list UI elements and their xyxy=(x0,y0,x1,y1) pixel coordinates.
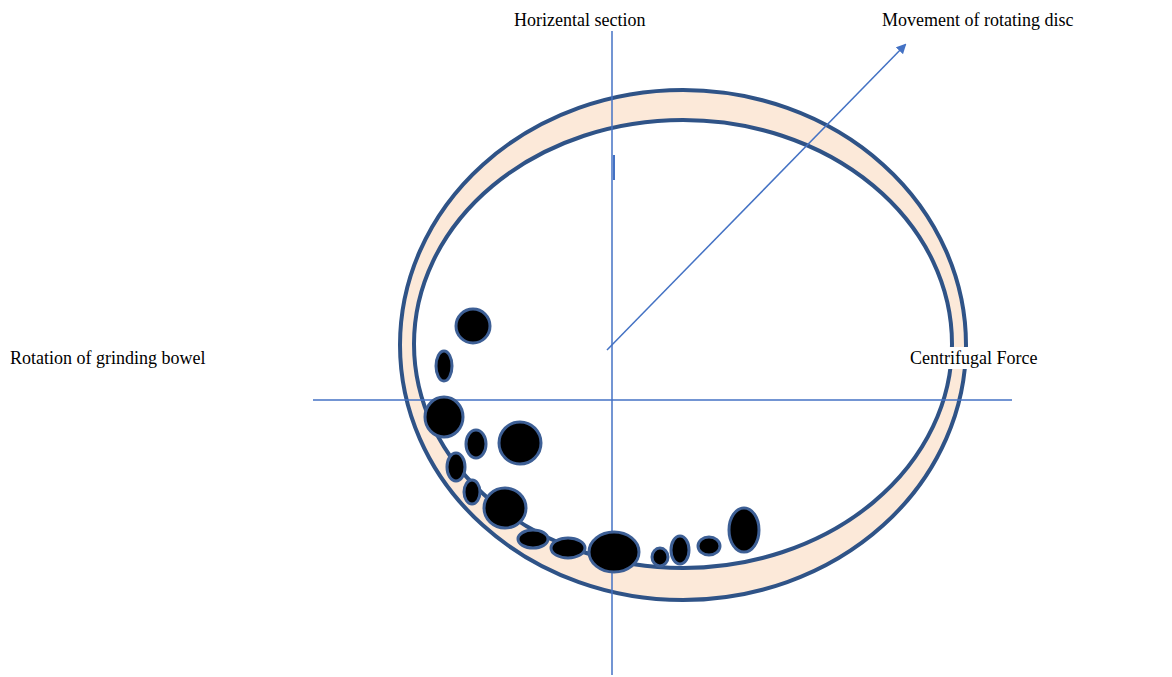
grinding-balls xyxy=(425,309,759,572)
text-label: Rotation of grinding bowel xyxy=(8,347,207,369)
text-label: Movement of rotating disc xyxy=(880,9,1075,31)
axis-lines xyxy=(313,10,1012,675)
rotation-arrow xyxy=(607,45,905,350)
text-label: Centrifugal Force xyxy=(908,347,1039,369)
text-label: Horizental section xyxy=(512,9,647,31)
grinding-bowl xyxy=(400,90,966,600)
